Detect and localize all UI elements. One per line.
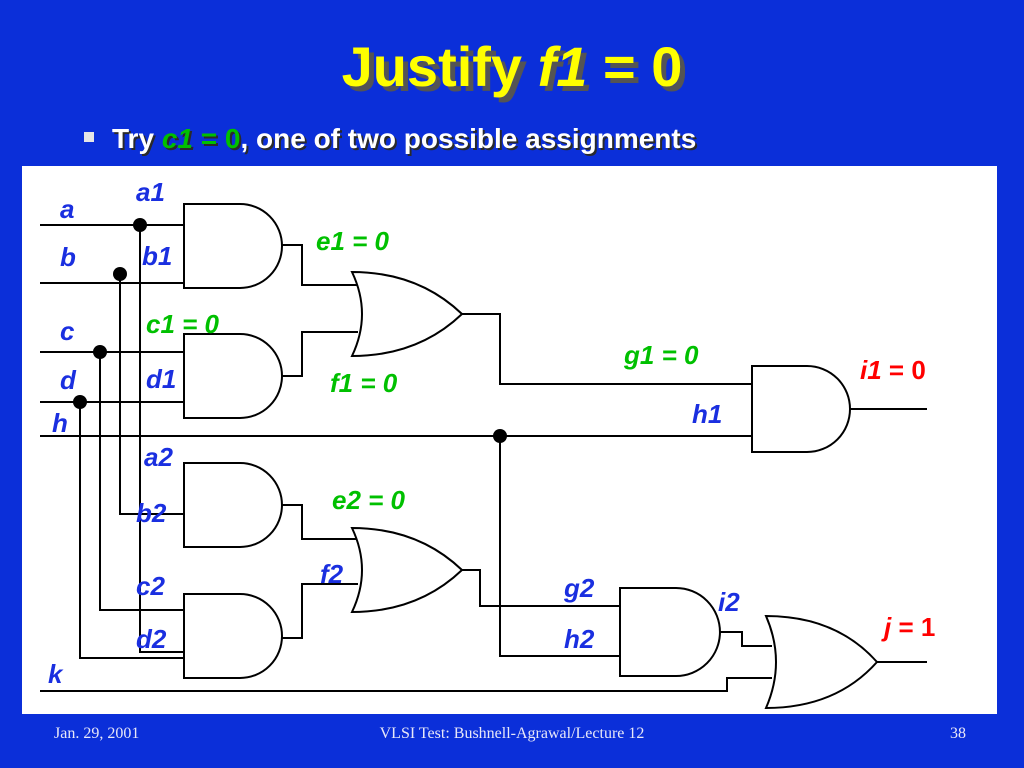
footer-date: Jan. 29, 2001	[54, 725, 140, 742]
footer-course: VLSI Test: Bushnell-Agrawal/Lecture 12	[379, 725, 645, 742]
label-f1: f1 = 0	[330, 368, 398, 398]
label-b2: b2	[136, 498, 167, 528]
wire-b	[40, 274, 184, 515]
bullet-suffix: , one of two possible assignments	[240, 123, 697, 154]
label-g1: g1 = 0	[623, 340, 699, 370]
label-b: b	[60, 242, 76, 272]
wire-f1	[282, 331, 358, 377]
label-i1-val: = 0	[882, 355, 926, 385]
and-gate-e2	[183, 462, 283, 548]
bullet-prefix: Try	[112, 123, 162, 154]
signal-labels: a b c d h k a1 b1 c1 = 0 d1 a2 b2 c2 d2 …	[48, 177, 740, 689]
bullet-variable: c1	[161, 123, 193, 154]
wire-e1	[282, 244, 358, 286]
label-f2: f2	[320, 559, 344, 589]
and-gate-e1	[183, 203, 283, 289]
bullet-point: Try c1 = 0, one of two possible assignme…	[84, 120, 696, 158]
label-a: a	[60, 194, 74, 224]
bullet-square-icon	[84, 132, 94, 142]
label-h1: h1	[692, 399, 722, 429]
wire-a	[40, 224, 184, 653]
label-h2: h2	[564, 624, 595, 654]
wire-k	[40, 677, 772, 692]
circuit-diagram: a b c d h k a1 b1 c1 = 0 d1 a2 b2 c2 d2 …	[40, 177, 935, 710]
bullet-assignment: c1 = 0	[162, 123, 241, 154]
slide-title: Justify f1 = 0	[0, 32, 1024, 102]
wire-g2	[462, 569, 620, 607]
title-suffix: = 0	[587, 35, 683, 98]
junction-h	[493, 429, 507, 443]
wire-f2	[282, 583, 358, 639]
and-gate-f1	[183, 333, 283, 419]
label-d: d	[60, 365, 77, 395]
label-i1: i1 = 0	[860, 355, 926, 385]
footer-page-number: 38	[950, 725, 966, 742]
label-a1: a1	[136, 177, 165, 207]
label-j-var: j	[881, 612, 892, 642]
or-gate-g1	[350, 270, 464, 358]
label-g2: g2	[563, 573, 595, 603]
label-c1: c1 = 0	[146, 309, 220, 339]
title-prefix: Justify	[341, 35, 538, 98]
wires	[40, 224, 927, 692]
label-c: c	[60, 316, 75, 346]
wire-h	[40, 435, 752, 657]
junction-d	[73, 395, 87, 409]
or-gate-j	[764, 614, 879, 710]
label-d1: d1	[146, 364, 176, 394]
junction-dots	[73, 218, 507, 443]
label-d2: d2	[136, 624, 167, 654]
circuit-panel: a b c d h k a1 b1 c1 = 0 d1 a2 b2 c2 d2 …	[22, 166, 997, 714]
or-gate-g2	[350, 526, 464, 614]
and-gate-i2	[619, 587, 721, 677]
wire-d	[40, 401, 184, 659]
wire-c	[40, 351, 184, 611]
bullet-equals: = 0	[192, 123, 241, 154]
and-gate-f2	[183, 593, 283, 679]
label-b1: b1	[142, 241, 172, 271]
gates	[183, 203, 879, 710]
label-h: h	[52, 408, 68, 438]
junction-b	[113, 267, 127, 281]
label-a2: a2	[144, 442, 173, 472]
junction-c	[93, 345, 107, 359]
wire-g1	[462, 313, 752, 385]
wire-i2	[718, 631, 772, 647]
label-j: j = 1	[881, 612, 935, 642]
output-labels: i1 = 0 j = 1	[860, 355, 935, 642]
label-k: k	[48, 659, 64, 689]
title-variable: f1	[537, 35, 588, 98]
label-e2: e2 = 0	[332, 485, 406, 515]
label-e1: e1 = 0	[316, 226, 390, 256]
label-i2: i2	[718, 587, 740, 617]
label-c2: c2	[136, 571, 165, 601]
label-j-val: = 1	[891, 612, 935, 642]
label-i1-var: i1	[860, 355, 882, 385]
junction-a	[133, 218, 147, 232]
wire-e2	[282, 504, 358, 540]
and-gate-i1	[751, 365, 851, 453]
